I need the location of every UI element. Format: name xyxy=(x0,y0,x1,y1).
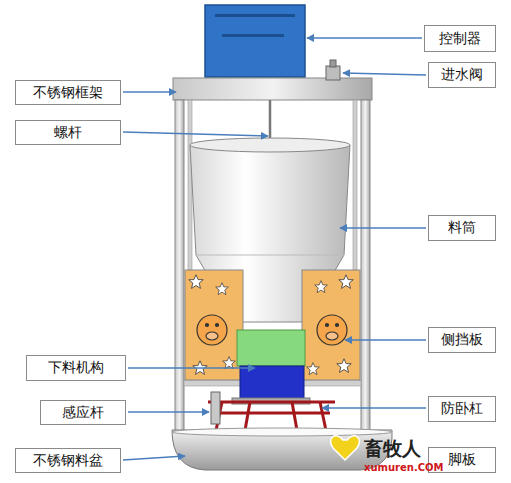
callout-box: 进水阀 xyxy=(428,62,496,88)
leader-line xyxy=(128,411,209,412)
part-name: 料筒 xyxy=(444,219,480,237)
watermark-text: 畜牧人 xyxy=(364,436,421,462)
dispenser-blue xyxy=(240,366,304,400)
leader-line xyxy=(123,132,268,136)
controller-box xyxy=(205,5,305,77)
callout-box: 料筒 xyxy=(428,215,496,241)
frame-post xyxy=(175,100,184,435)
callout-box: 螺杆 xyxy=(15,120,121,145)
dispenser-green xyxy=(237,330,305,366)
callout-box: 不锈钢框架 xyxy=(15,80,121,105)
leader-line xyxy=(128,367,255,368)
leader-line xyxy=(123,91,176,92)
leader-line xyxy=(123,456,185,460)
callout-box: 防卧杠 xyxy=(428,396,496,422)
part-name: 不锈钢料盆 xyxy=(29,452,107,470)
part-name: 控制器 xyxy=(435,30,485,48)
part-name: 进水阀 xyxy=(437,66,487,84)
water-valve xyxy=(326,66,340,80)
frame-post xyxy=(361,100,370,435)
leader-line xyxy=(322,407,426,408)
sensor-rod xyxy=(211,392,220,424)
part-name: 螺杆 xyxy=(50,124,86,142)
part-name: 侧挡板 xyxy=(437,331,487,349)
side-panel xyxy=(302,270,360,380)
callout-box: 感应杆 xyxy=(40,400,126,425)
watermark-url: xumuren.COM xyxy=(364,462,444,473)
leader-line xyxy=(307,37,422,38)
leader-line xyxy=(343,73,426,75)
part-name: 下料机构 xyxy=(44,359,108,377)
part-name: 防卧杠 xyxy=(437,400,487,418)
screw-rod xyxy=(269,100,272,142)
side-panel xyxy=(185,270,243,380)
leader-line xyxy=(345,339,426,340)
callout-box: 控制器 xyxy=(424,25,496,52)
callout-box: 不锈钢料盆 xyxy=(15,448,121,473)
part-name: 脚板 xyxy=(444,451,480,469)
callout-box: 侧挡板 xyxy=(428,327,496,353)
callout-box: 下料机构 xyxy=(26,355,126,381)
watermark-logo xyxy=(331,436,360,460)
leader-line xyxy=(340,227,426,228)
part-name: 不锈钢框架 xyxy=(29,84,107,102)
part-name: 感应杆 xyxy=(58,404,108,422)
frame-top xyxy=(173,78,372,100)
